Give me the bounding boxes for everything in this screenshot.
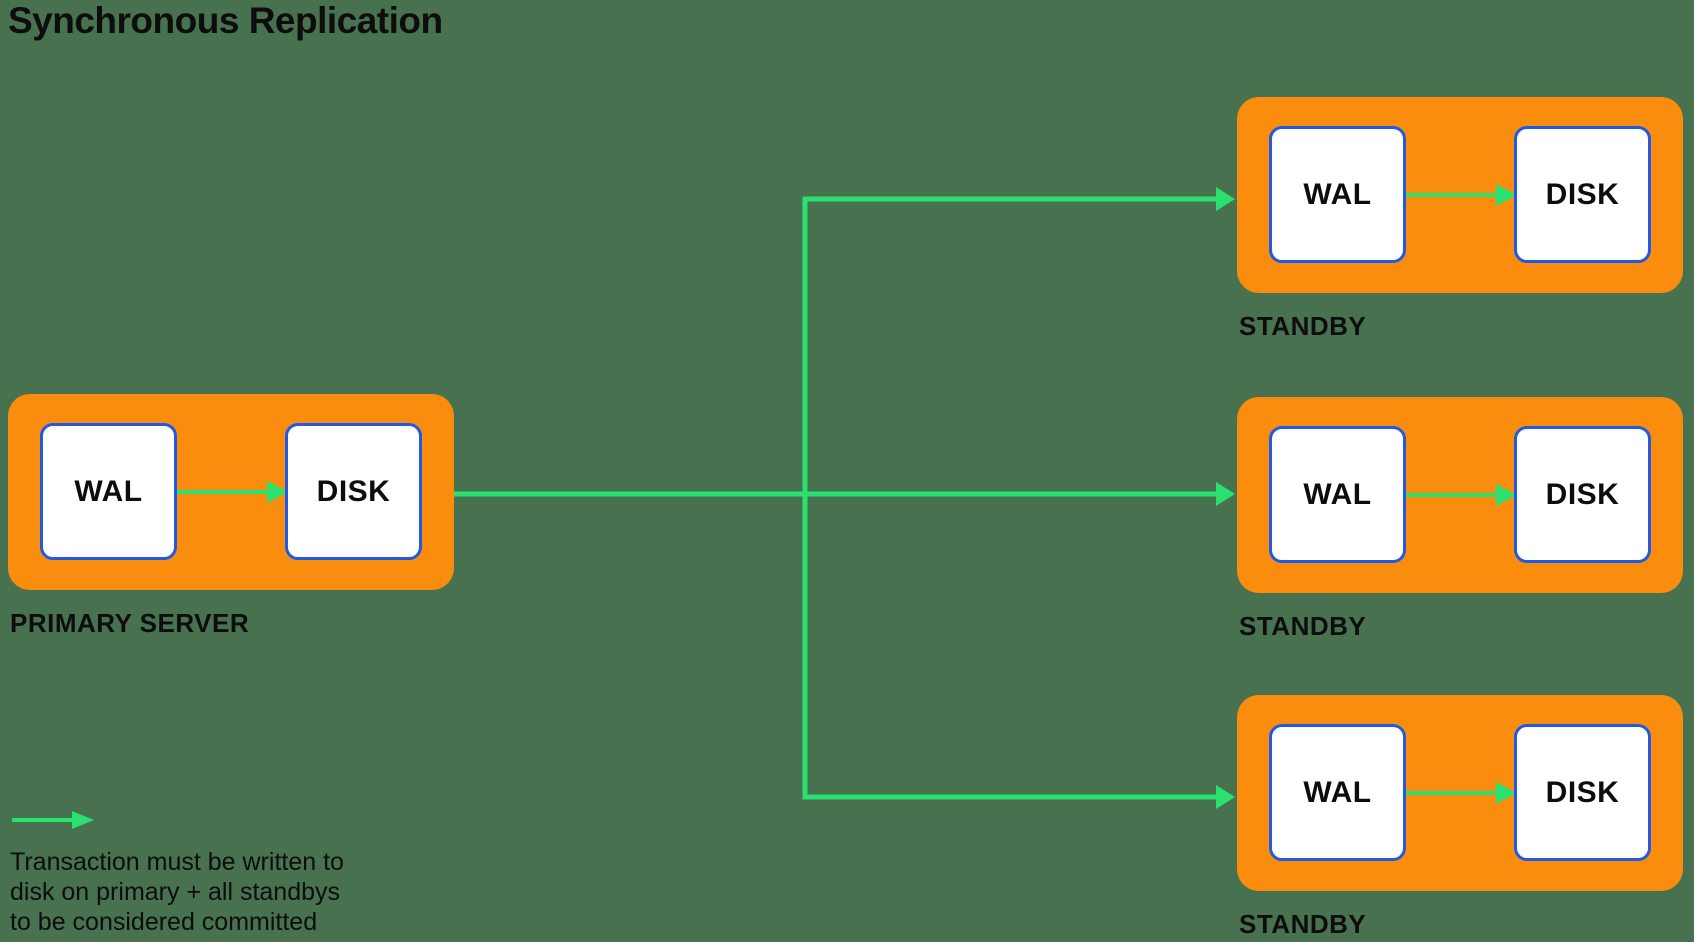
primary-wal-node: WAL	[40, 423, 177, 560]
standby-3-box: WAL DISK	[1237, 695, 1683, 891]
legend-arrow-icon	[12, 811, 94, 829]
legend-line-1: Transaction must be written to	[10, 848, 344, 876]
standby-1-disk-node: DISK	[1514, 126, 1651, 263]
primary-server-label: PRIMARY SERVER	[10, 608, 250, 638]
standby-2-disk-node: DISK	[1514, 426, 1651, 563]
standby-1-box: WAL DISK	[1237, 97, 1683, 293]
standby-2-wal-label: WAL	[1303, 477, 1372, 511]
standby-3-wal-node: WAL	[1269, 724, 1406, 861]
primary-server-group: WAL DISK PRIMARY SERVER	[8, 394, 454, 639]
legend-line-2: disk on primary + all standbys	[10, 878, 341, 906]
primary-to-standbys-connector	[452, 187, 1235, 809]
standby-3-disk-node: DISK	[1514, 724, 1651, 861]
diagram-title: Synchronous Replication	[8, 0, 443, 41]
standby-3-label: STANDBY	[1239, 909, 1367, 939]
standby-3-wal-to-disk-arrow-icon	[1406, 782, 1517, 804]
arrowhead-middle-standby-icon	[1216, 482, 1235, 506]
standby-2-wal-to-disk-arrow-icon	[1406, 484, 1517, 506]
primary-disk-node: DISK	[285, 423, 422, 560]
standby-2-wal-node: WAL	[1269, 426, 1406, 563]
standby-group-2: WAL DISK STANDBY	[1237, 397, 1683, 642]
legend-line-3: to be considered committed	[10, 908, 318, 936]
standby-1-wal-label: WAL	[1303, 177, 1372, 211]
standby-1-wal-to-disk-arrow-icon	[1406, 184, 1517, 206]
standby-1-label: STANDBY	[1239, 311, 1367, 341]
primary-server-box: WAL DISK	[8, 394, 454, 590]
standby-group-1: WAL DISK STANDBY	[1237, 97, 1683, 342]
arrowhead-bottom-standby-icon	[1216, 785, 1235, 809]
standby-3-disk-label: DISK	[1545, 775, 1620, 809]
standby-1-wal-node: WAL	[1269, 126, 1406, 263]
arrowhead-top-standby-icon	[1216, 187, 1235, 211]
primary-wal-label: WAL	[74, 474, 143, 508]
legend: Transaction must be written to disk on p…	[10, 807, 344, 937]
primary-disk-label: DISK	[316, 474, 391, 508]
primary-wal-to-disk-arrow-icon	[177, 481, 288, 503]
standby-2-label: STANDBY	[1239, 611, 1367, 641]
standby-2-disk-label: DISK	[1545, 477, 1620, 511]
standby-3-wal-label: WAL	[1303, 775, 1372, 809]
standby-1-disk-label: DISK	[1545, 177, 1620, 211]
standby-2-box: WAL DISK	[1237, 397, 1683, 593]
standby-group-3: WAL DISK STANDBY	[1237, 695, 1683, 940]
legend-text: Transaction must be written to disk on p…	[10, 847, 344, 937]
